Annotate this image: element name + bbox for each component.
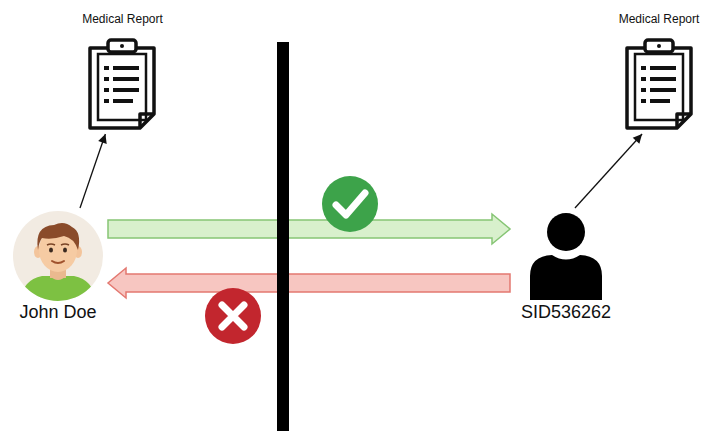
clipboard-icon xyxy=(617,36,701,132)
leader-arrow xyxy=(575,134,642,208)
avatar-icon xyxy=(12,210,104,302)
check-mark xyxy=(336,193,365,215)
node-label: Medical Report xyxy=(612,12,706,26)
node-label: John Doe xyxy=(8,302,108,323)
arrow-head xyxy=(633,134,642,144)
anonymous-person-icon xyxy=(516,210,616,302)
node-label: SID536262 xyxy=(510,302,622,323)
clipboard-icon xyxy=(80,36,164,132)
anonymous-person-node: SID536262 xyxy=(510,208,622,328)
check-symbol xyxy=(322,176,378,232)
leader-arrow xyxy=(80,134,107,208)
block-arrow-shape xyxy=(108,214,510,244)
barrier-bar xyxy=(277,42,289,431)
cross-circle xyxy=(205,288,261,344)
leader-line xyxy=(80,134,105,208)
check-circle xyxy=(322,176,378,232)
person-node: John Doe xyxy=(8,208,108,328)
leader-line xyxy=(575,134,642,208)
block-arrow-shape xyxy=(108,268,510,298)
arrow-head xyxy=(98,134,107,144)
block-arrow xyxy=(108,268,510,298)
report-node: Medical Report xyxy=(75,6,170,134)
block-arrow xyxy=(108,214,510,244)
report-node: Medical Report xyxy=(612,6,706,134)
cross-symbol xyxy=(205,288,261,344)
node-label: Medical Report xyxy=(75,12,170,26)
cross-mark xyxy=(222,305,244,327)
